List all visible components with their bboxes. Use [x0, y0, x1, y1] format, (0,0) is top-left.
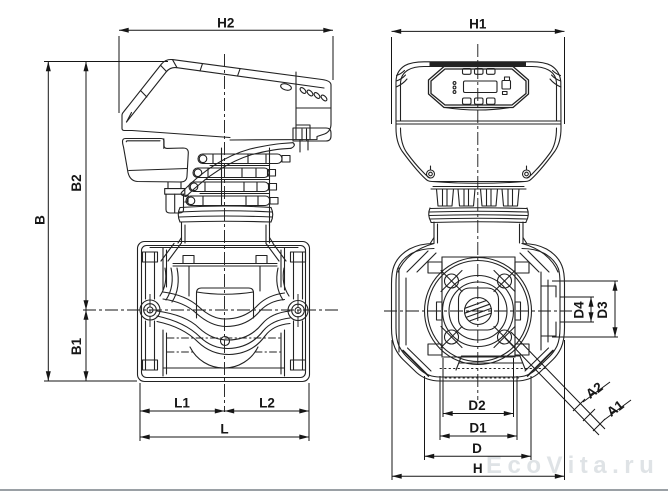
- svg-text:D1: D1: [469, 421, 487, 436]
- svg-text:L2: L2: [259, 396, 275, 411]
- svg-text:H2: H2: [217, 16, 234, 31]
- svg-text:A1: A1: [604, 397, 627, 420]
- svg-text:D2: D2: [468, 398, 485, 413]
- svg-text:B: B: [33, 215, 48, 225]
- svg-text:A2: A2: [583, 379, 606, 401]
- svg-text:D4: D4: [572, 301, 587, 319]
- svg-text:B1: B1: [69, 337, 84, 355]
- svg-text:H: H: [473, 461, 483, 476]
- svg-text:L: L: [220, 422, 228, 437]
- svg-text:L1: L1: [174, 396, 190, 411]
- svg-text:H1: H1: [469, 17, 487, 32]
- svg-text:B2: B2: [69, 174, 84, 191]
- svg-text:D3: D3: [595, 301, 610, 319]
- svg-text:D: D: [472, 441, 482, 456]
